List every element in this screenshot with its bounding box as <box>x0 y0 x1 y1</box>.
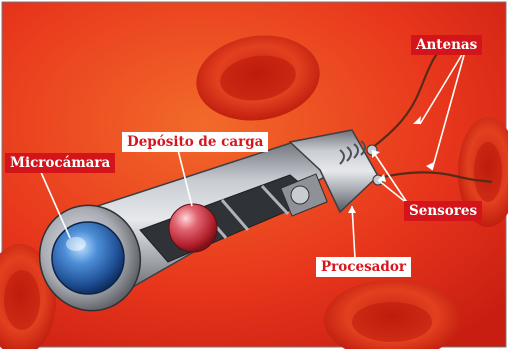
payload-label: Depósito de carga <box>122 132 268 152</box>
payload-sphere <box>169 204 217 252</box>
antennas-label: Antenas <box>411 35 482 55</box>
camera-label: Microcámara <box>5 153 115 173</box>
camera-lens <box>52 222 124 294</box>
sensors-label: Sensores <box>404 201 482 221</box>
processor-label: Procesador <box>316 257 411 277</box>
